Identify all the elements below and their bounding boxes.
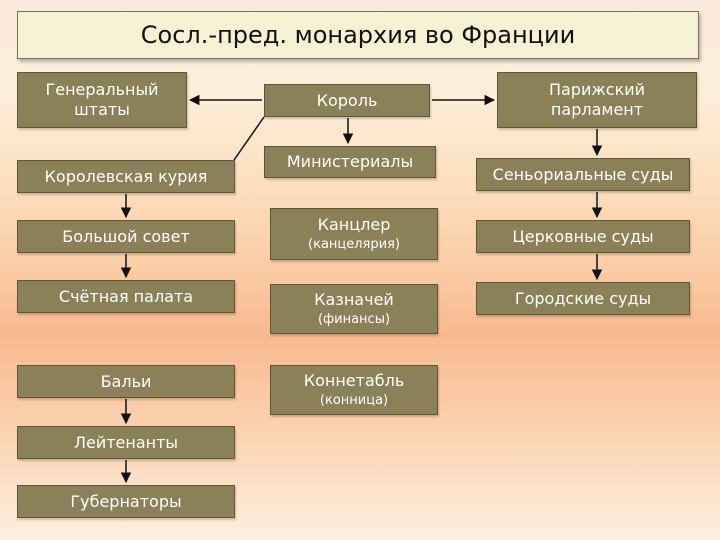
- king-label: Король: [316, 90, 378, 110]
- chancellor-label: Канцлер: [317, 215, 391, 234]
- lieutenants-label: Лейтенанты: [73, 432, 179, 452]
- church-courts-label: Церковные суды: [512, 226, 654, 246]
- city-courts-label: Городские суды: [514, 288, 652, 308]
- great-council-box: Большой совет: [17, 220, 235, 253]
- seigneurial-courts-box: Сеньориальные суды: [476, 158, 690, 191]
- city-courts-box: Городские суды: [476, 282, 690, 315]
- estates-general-label-2: штаты: [74, 100, 130, 119]
- constable-label: Коннетабль: [303, 371, 405, 390]
- diagram-title: Сосл.-пред. монархия во Франции: [17, 11, 699, 59]
- constable-sublabel: (конница): [319, 393, 389, 408]
- chancellor-box: Канцлер (канцелярия): [270, 208, 438, 260]
- great-council-label: Большой совет: [62, 226, 190, 246]
- estates-general-box: Генеральный штаты: [17, 72, 187, 128]
- chamber-of-accounts-label: Счётная палата: [58, 286, 194, 306]
- treasurer-sublabel: (финансы): [317, 312, 391, 327]
- lieutenants-box: Лейтенанты: [17, 426, 235, 459]
- treasurer-box: Казначей (финансы): [270, 284, 438, 334]
- ministerials-box: Министериалы: [264, 146, 436, 178]
- constable-box: Коннетабль (конница): [270, 365, 438, 415]
- seigneurial-courts-label: Сеньориальные суды: [492, 164, 674, 184]
- church-courts-box: Церковные суды: [476, 220, 690, 253]
- paris-parliament-box: Парижский парламент: [497, 72, 697, 128]
- royal-curia-label: Королевская курия: [44, 166, 208, 186]
- treasurer-label: Казначей: [314, 290, 394, 309]
- royal-curia-box: Королевская курия: [17, 160, 235, 193]
- ministerials-label: Министериалы: [286, 152, 414, 171]
- estates-general-label-1: Генеральный: [45, 80, 159, 99]
- bailli-label: Бальи: [100, 371, 152, 391]
- king-curia-diagonal: [233, 116, 265, 161]
- chancellor-sublabel: (канцелярия): [308, 237, 400, 252]
- king-box: Король: [264, 84, 430, 117]
- chamber-of-accounts-box: Счётная палата: [17, 280, 235, 313]
- bailli-box: Бальи: [17, 365, 235, 398]
- governors-label: Губернаторы: [70, 491, 182, 511]
- paris-parliament-label-2: парламент: [550, 100, 644, 119]
- paris-parliament-label-1: Парижский: [548, 80, 646, 99]
- governors-box: Губернаторы: [17, 485, 235, 518]
